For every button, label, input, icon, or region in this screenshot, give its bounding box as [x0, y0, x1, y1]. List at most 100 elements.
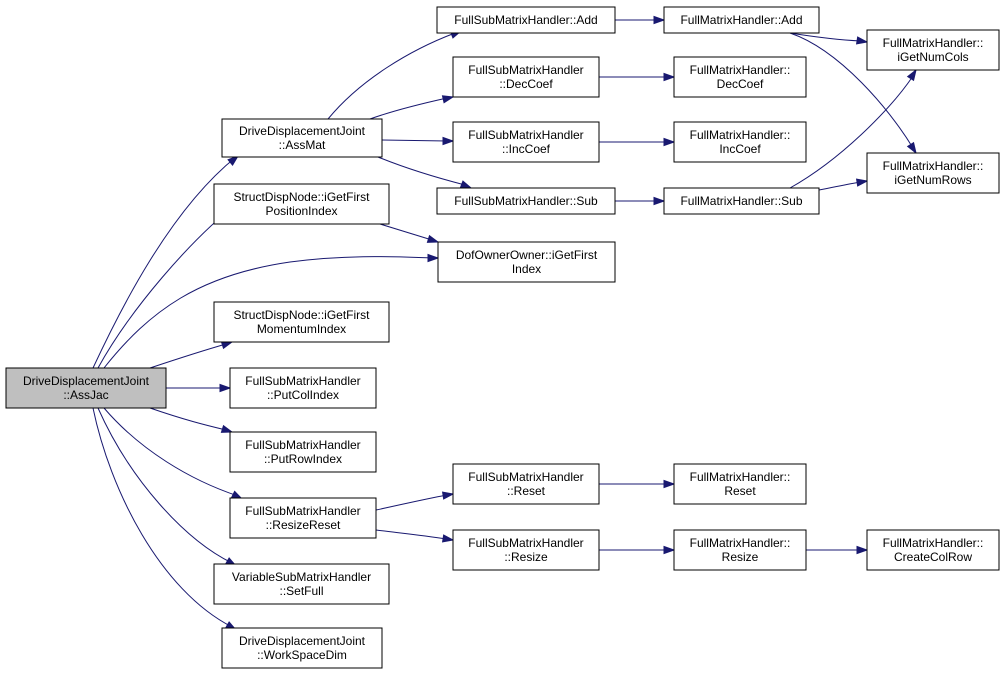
node-fsreset[interactable]: FullSubMatrixHandler::Reset: [452, 463, 600, 505]
edge-assmat-to-fsdec: [369, 95, 455, 120]
edge-resizereset-to-fsresize: [375, 529, 455, 543]
node-fmresize[interactable]: FullMatrixHandler::Resize: [673, 529, 807, 571]
node-box[interactable]: [436, 187, 616, 215]
edge-root-to-dof: [103, 253, 440, 369]
node-label-line: MomentumIndex: [257, 322, 346, 336]
node-label-line: FullSubMatrixHandler: [468, 63, 583, 77]
node-box[interactable]: [5, 367, 167, 409]
node-colrow[interactable]: FullMatrixHandler::CreateColRow: [866, 529, 1000, 571]
edge-arrowhead: [856, 545, 869, 555]
node-box[interactable]: [221, 627, 383, 669]
edge-arrowhead: [426, 234, 440, 243]
node-box[interactable]: [213, 563, 390, 605]
node-fsinc[interactable]: FullSubMatrixHandler::IncCoef: [452, 121, 600, 163]
node-box[interactable]: [673, 121, 807, 163]
edge-arrowhead: [663, 545, 676, 555]
node-resizereset[interactable]: FullSubMatrixHandler::ResizeReset: [229, 497, 377, 539]
node-label-line: DriveDisplacementJoint: [23, 374, 150, 388]
node-box[interactable]: [866, 29, 1000, 71]
edge-fsresize-to-fmresize: [599, 545, 676, 555]
edge-line: [92, 156, 237, 369]
edge-arrowhead: [855, 178, 869, 187]
node-assmat[interactable]: DriveDisplacementJoint::AssMat: [221, 118, 383, 158]
edge-fmadd-to-rows: [789, 32, 917, 155]
node-fsdec[interactable]: FullSubMatrixHandler::DecCoef: [452, 56, 600, 98]
node-box[interactable]: [213, 183, 390, 225]
node-label-line: IncCoef: [719, 142, 761, 156]
node-box[interactable]: [663, 187, 820, 215]
node-box[interactable]: [229, 497, 377, 539]
node-putrow[interactable]: FullSubMatrixHandler::PutRowIndex: [229, 431, 377, 473]
node-label-line: ::ResizeReset: [266, 518, 341, 532]
node-box[interactable]: [663, 6, 820, 34]
node-box[interactable]: [673, 463, 807, 505]
edge-arrowhead: [442, 136, 455, 146]
edge-fmsub-to-rows: [818, 178, 869, 191]
edge-arrowhead: [441, 95, 455, 104]
edge-line: [92, 407, 233, 628]
node-fminc[interactable]: FullMatrixHandler::IncCoef: [673, 121, 807, 163]
edge-fmresize-to-colrow: [806, 545, 869, 555]
node-label-line: FullMatrixHandler::Add: [680, 13, 802, 27]
edge-fssub-to-fmsub: [615, 196, 666, 206]
node-fsresize[interactable]: FullSubMatrixHandler::Resize: [452, 529, 600, 571]
node-label-line: FullSubMatrixHandler: [245, 374, 360, 388]
edge-line: [369, 97, 448, 120]
nodes-layer: DriveDisplacementJoint::AssJacDriveDispl…: [5, 6, 1000, 669]
node-box[interactable]: [866, 529, 1000, 571]
node-box[interactable]: [436, 6, 616, 34]
node-label-line: FullSubMatrixHandler: [468, 536, 583, 550]
node-label-line: ::IncCoef: [502, 142, 551, 156]
edge-fmadd-to-cols: [789, 32, 869, 45]
node-fmadd[interactable]: FullMatrixHandler::Add: [663, 6, 820, 34]
edge-line: [789, 32, 862, 42]
node-box[interactable]: [229, 431, 377, 473]
node-label-line: FullMatrixHandler::: [690, 536, 791, 550]
edge-arrowhead: [441, 534, 455, 543]
node-fmreset[interactable]: FullMatrixHandler::Reset: [673, 463, 807, 505]
node-box[interactable]: [221, 118, 383, 158]
node-label-line: FullMatrixHandler::Sub: [680, 194, 802, 208]
node-label-line: Resize: [722, 550, 759, 564]
node-fssub[interactable]: FullSubMatrixHandler::Sub: [436, 187, 616, 215]
node-box[interactable]: [673, 56, 807, 98]
node-box[interactable]: [673, 529, 807, 571]
edge-arrowhead: [441, 491, 455, 500]
node-wsdim[interactable]: DriveDisplacementJoint::WorkSpaceDim: [221, 627, 383, 669]
node-setfull[interactable]: VariableSubMatrixHandler::SetFull: [213, 563, 390, 605]
node-box[interactable]: [866, 152, 1000, 194]
edge-line: [381, 139, 448, 142]
node-fmsub[interactable]: FullMatrixHandler::Sub: [663, 187, 820, 215]
edge-fsadd-to-fmadd: [615, 15, 666, 25]
edge-line: [377, 156, 466, 186]
node-rows[interactable]: FullMatrixHandler::iGetNumRows: [866, 152, 1000, 194]
node-box[interactable]: [452, 56, 600, 98]
node-putcol[interactable]: FullSubMatrixHandler::PutColIndex: [229, 367, 377, 409]
edge-line: [789, 75, 914, 189]
node-label-line: FullMatrixHandler::: [883, 159, 984, 173]
node-label-line: FullSubMatrixHandler: [468, 128, 583, 142]
node-cols[interactable]: FullMatrixHandler::iGetNumCols: [866, 29, 1000, 71]
node-root[interactable]: DriveDisplacementJoint::AssJac: [5, 367, 167, 409]
edge-line: [375, 494, 448, 511]
edge-root-to-resizereset: [103, 407, 244, 500]
node-fmdec[interactable]: FullMatrixHandler::DecCoef: [673, 56, 807, 98]
node-fsadd[interactable]: FullSubMatrixHandler::Add: [436, 6, 616, 34]
node-box[interactable]: [213, 301, 390, 343]
edge-line: [375, 529, 448, 540]
node-box[interactable]: [452, 121, 600, 163]
edge-arrowhead: [663, 479, 676, 489]
node-box[interactable]: [229, 367, 377, 409]
edge-fmsub-to-cols: [789, 68, 917, 189]
edge-assmat-to-fsinc: [381, 136, 455, 146]
edge-root-to-putrow: [149, 407, 234, 433]
node-box[interactable]: [437, 241, 616, 283]
edge-resizereset-to-fsreset: [375, 491, 455, 511]
node-box[interactable]: [452, 529, 600, 571]
node-box[interactable]: [452, 463, 600, 505]
node-label-line: ::Reset: [507, 484, 546, 498]
